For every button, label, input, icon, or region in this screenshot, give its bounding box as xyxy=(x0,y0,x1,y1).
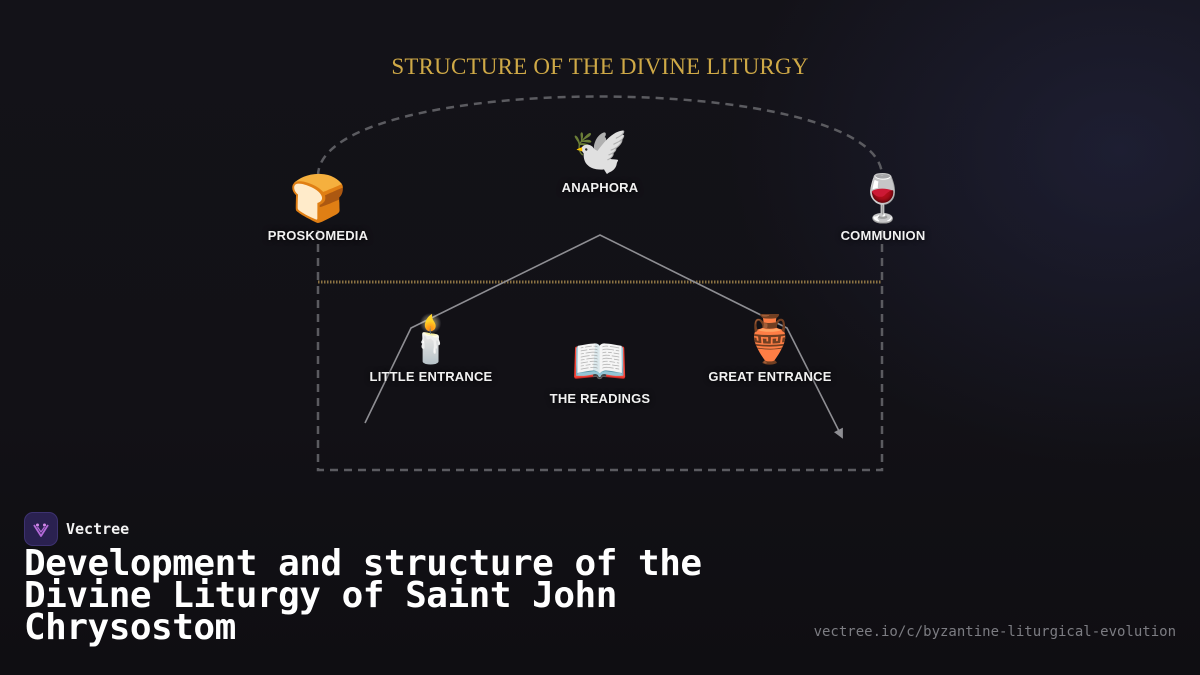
flow-connector xyxy=(364,234,843,439)
node-little-entrance: 🕯️ LITTLE ENTRANCE xyxy=(341,311,521,384)
amphora-icon: 🏺 xyxy=(741,313,799,365)
bread-icon: 🍞 xyxy=(289,172,347,224)
vectree-logo-icon xyxy=(24,512,58,546)
node-label: THE READINGS xyxy=(549,391,651,406)
brand: Vectree xyxy=(24,512,129,546)
top-dashed-arc xyxy=(316,95,884,177)
node-anaphora: 🕊️ ANAPHORA xyxy=(510,122,690,195)
brand-name: Vectree xyxy=(66,520,130,538)
logo-mark xyxy=(33,523,49,537)
node-proskomedia: 🍞 PROSKOMEDIA xyxy=(228,170,408,243)
source-url: vectree.io/c/byzantine-liturgical-evolut… xyxy=(813,624,1176,640)
bottom-dashed-frame xyxy=(316,230,884,472)
node-great-entrance: 🏺 GREAT ENTRANCE xyxy=(680,311,860,384)
page-headline: Development and structure of the Divine … xyxy=(24,543,702,648)
candle-icon: 🕯️ xyxy=(402,313,460,365)
open-book-icon: 📖 xyxy=(571,335,629,387)
node-label: GREAT ENTRANCE xyxy=(708,369,832,384)
node-label: PROSKOMEDIA xyxy=(267,228,369,243)
node-label: ANAPHORA xyxy=(561,180,639,195)
node-label: LITTLE ENTRANCE xyxy=(369,369,493,384)
diagram-title: STRUCTURE OF THE DIVINE LITURGY xyxy=(391,54,809,79)
wine-glass-icon: 🍷 xyxy=(854,172,912,224)
node-label: COMMUNION xyxy=(840,228,926,243)
dove-icon: 🕊️ xyxy=(571,124,629,176)
node-readings: 📖 THE READINGS xyxy=(510,333,690,406)
node-communion: 🍷 COMMUNION xyxy=(793,170,973,243)
